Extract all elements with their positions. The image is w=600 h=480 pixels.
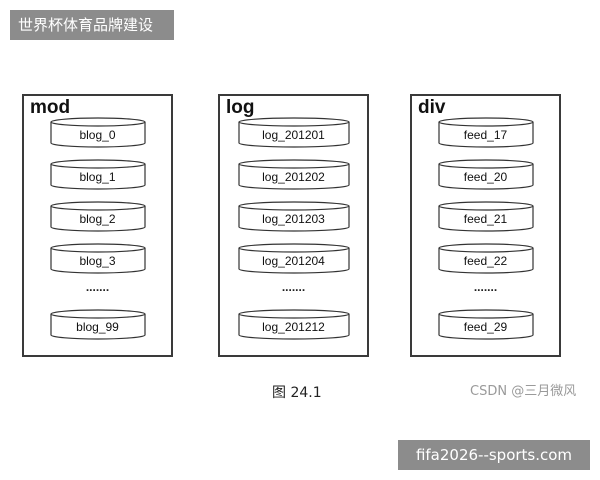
cylinder-icon <box>437 201 534 232</box>
database-cylinder: log_201204 <box>237 243 350 274</box>
cylinder-icon <box>237 159 350 190</box>
panel-title: log <box>226 97 255 118</box>
cylinder-icon <box>49 117 146 148</box>
figure-caption: 图 24.1 <box>272 385 322 401</box>
panel-div: div feed_17 feed_20 feed_21 feed_22 ....… <box>410 94 561 357</box>
cylinder-icon <box>437 159 534 190</box>
database-cylinder: blog_3 <box>49 243 146 274</box>
database-cylinder: blog_99 <box>49 309 146 340</box>
cylinder-label: blog_2 <box>79 212 116 226</box>
database-cylinder: blog_2 <box>49 201 146 232</box>
top-banner: 世界杯体育品牌建设 <box>10 10 174 40</box>
cylinder-icon <box>49 309 146 340</box>
cylinder-label: log_201203 <box>262 212 325 226</box>
database-cylinder: feed_22 <box>437 243 534 274</box>
cylinder-icon <box>49 159 146 190</box>
cylinder-icon <box>237 309 350 340</box>
cylinder-label: feed_17 <box>463 128 508 142</box>
cylinder-icon <box>437 309 534 340</box>
cylinder-icon <box>237 201 350 232</box>
ellipsis: ....... <box>85 280 110 294</box>
cylinder-label: feed_22 <box>463 254 508 268</box>
database-cylinder: log_201201 <box>237 117 350 148</box>
cylinder-label: feed_21 <box>463 212 508 226</box>
footer-banner[interactable]: fifa2026--sports.com <box>398 440 590 470</box>
database-cylinder: blog_0 <box>49 117 146 148</box>
database-cylinder: log_201203 <box>237 201 350 232</box>
cylinder-icon <box>49 201 146 232</box>
panel-log: log log_201201 log_201202 log_201203 log… <box>218 94 369 357</box>
cylinder-label: blog_3 <box>79 254 116 268</box>
ellipsis: ....... <box>281 280 306 294</box>
cylinder-label: feed_29 <box>463 320 508 334</box>
database-cylinder: feed_20 <box>437 159 534 190</box>
database-cylinder: log_201212 <box>237 309 350 340</box>
cylinder-icon <box>437 117 534 148</box>
cylinder-label: log_201201 <box>262 128 325 142</box>
database-cylinder: log_201202 <box>237 159 350 190</box>
cylinder-label: blog_1 <box>79 170 116 184</box>
database-cylinder: blog_1 <box>49 159 146 190</box>
cylinder-icon <box>237 117 350 148</box>
watermark: CSDN @三月微风 <box>470 384 577 399</box>
cylinder-icon <box>437 243 534 274</box>
cylinder-label: feed_20 <box>463 170 508 184</box>
ellipsis: ....... <box>473 280 498 294</box>
cylinder-label: log_201202 <box>262 170 325 184</box>
cylinder-label: log_201204 <box>262 254 325 268</box>
database-cylinder: feed_29 <box>437 309 534 340</box>
cylinder-icon <box>49 243 146 274</box>
database-cylinder: feed_17 <box>437 117 534 148</box>
panel-title: div <box>418 97 446 118</box>
cylinder-label: blog_99 <box>76 320 119 334</box>
panel-mod: mod blog_0 blog_1 blog_2 blog_3 ....... <box>22 94 173 357</box>
cylinder-label: log_201212 <box>262 320 325 334</box>
cylinder-icon <box>237 243 350 274</box>
panel-title: mod <box>30 97 71 118</box>
database-cylinder: feed_21 <box>437 201 534 232</box>
cylinder-label: blog_0 <box>79 128 116 142</box>
